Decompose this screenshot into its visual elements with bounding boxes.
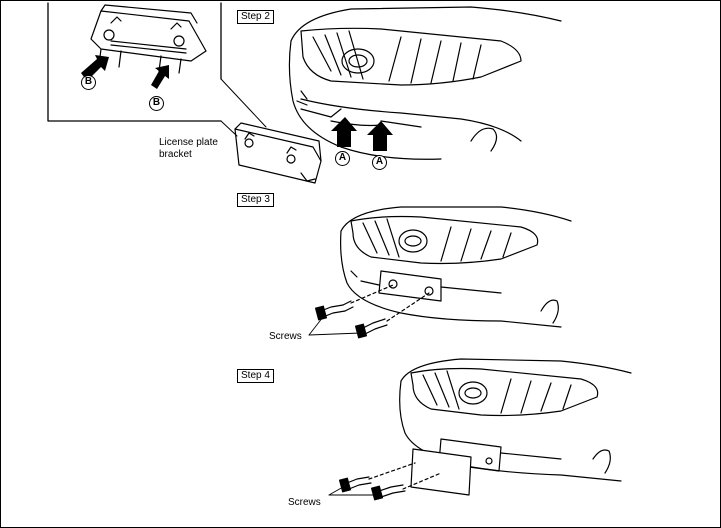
arrow-b-left bbox=[81, 55, 109, 81]
screws-step4-drawing bbox=[328, 462, 442, 501]
license-plate-bracket-label-line1: License plate bbox=[159, 137, 218, 148]
arrow-b-right bbox=[151, 65, 169, 89]
license-plate-bracket-drawing bbox=[234, 122, 322, 184]
vehicle-front-step4 bbox=[399, 358, 632, 496]
screws-label-step3: Screws bbox=[269, 331, 302, 342]
vehicle-front-step3 bbox=[340, 206, 572, 328]
marker-a-right: A bbox=[372, 155, 387, 170]
license-plate-bracket-label-line2: bracket bbox=[159, 149, 192, 160]
arrow-a-left bbox=[331, 117, 357, 147]
step-4-label: Step 4 bbox=[237, 369, 274, 383]
step-2-label: Step 2 bbox=[237, 10, 274, 24]
arrow-a-right bbox=[367, 121, 393, 151]
vehicle-front-step2 bbox=[288, 6, 562, 160]
screws-label-step4: Screws bbox=[288, 497, 321, 508]
marker-b-right: B bbox=[149, 96, 164, 111]
screws-step3-drawing bbox=[308, 284, 430, 339]
step-3-label: Step 3 bbox=[237, 193, 274, 207]
marker-a-left: A bbox=[335, 151, 350, 166]
marker-b-left: B bbox=[81, 75, 96, 90]
